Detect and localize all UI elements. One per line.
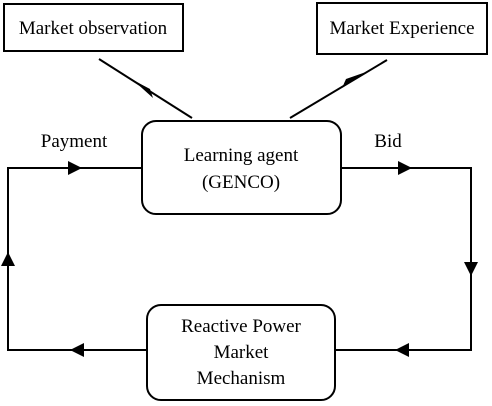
market-observation-node: Market observation <box>3 3 184 52</box>
experience-to-agent-edge <box>289 59 388 119</box>
bid-label: Bid <box>374 131 402 152</box>
market-experience-node: Market Experience <box>316 2 488 55</box>
learning-agent-node: Learning agent (GENCO) <box>141 120 342 215</box>
experience-arrowhead <box>342 72 366 88</box>
reactive-power-label-line1: Reactive Power <box>181 316 301 337</box>
reactive-power-node: Reactive Power Market Mechanism <box>146 304 336 401</box>
payment-edge <box>1 161 147 357</box>
bid-arrowhead-left <box>395 343 409 357</box>
bid-arrowhead-right <box>398 161 412 175</box>
bid-arrowhead-down <box>464 262 478 276</box>
reactive-power-label-line2: Market <box>214 342 270 363</box>
market-experience-label: Market Experience <box>329 18 474 39</box>
observation-arrowhead <box>133 80 153 98</box>
observation-to-agent-edge <box>98 58 193 119</box>
reactive-power-label-line3: Mechanism <box>197 368 286 389</box>
payment-arrowhead-up <box>1 252 15 266</box>
payment-arrowhead-right <box>68 161 82 175</box>
learning-agent-label-line2: (GENCO) <box>202 172 280 193</box>
bid-edge <box>335 161 478 357</box>
payment-arrowhead-left <box>70 343 84 357</box>
market-observation-label: Market observation <box>19 18 168 39</box>
payment-label: Payment <box>41 131 108 152</box>
learning-agent-label-line1: Learning agent <box>184 145 299 166</box>
